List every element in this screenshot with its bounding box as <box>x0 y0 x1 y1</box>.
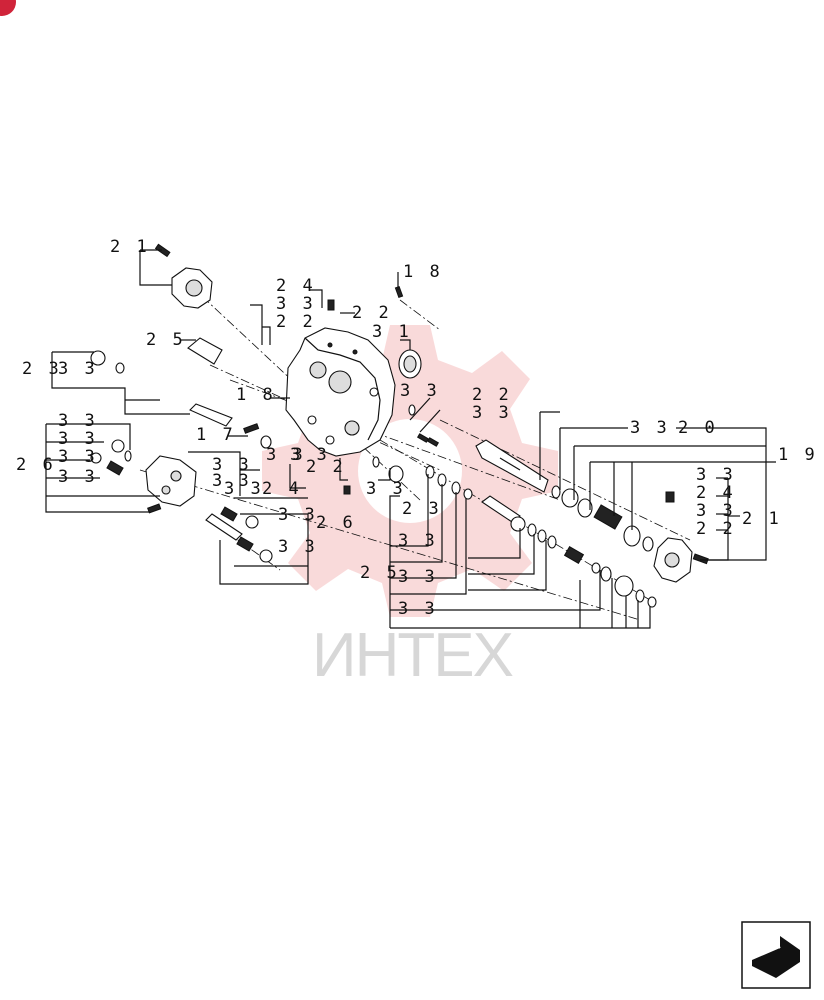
callout-22-mid: 2 2 <box>472 385 512 405</box>
callout-17: 1 7 <box>196 425 236 445</box>
flange-right <box>653 537 709 583</box>
bolts <box>147 285 675 514</box>
callout-26-right: 2 6 <box>316 513 356 533</box>
callout-labels: 2 1 1 8 2 4 3 3 2 2 2 2 3 1 2 5 2 3 3 3 … <box>16 237 818 619</box>
springs <box>106 460 623 565</box>
callout-33-mid: 3 3 <box>472 403 512 423</box>
callout-18-top: 1 8 <box>403 262 443 282</box>
callout-22-flange: 2 2 <box>696 519 736 539</box>
callout-33-housing-low-2: 3 3 <box>290 445 330 465</box>
callout-24-top: 2 4 <box>276 276 316 296</box>
callout-21-top: 2 1 <box>110 237 150 257</box>
callout-33-chain-1: 3 3 <box>398 531 438 551</box>
callout-33-left-4: 3 3 <box>58 467 98 487</box>
callout-19: 1 9 <box>778 445 818 465</box>
corner-badge-icon <box>0 0 16 16</box>
callout-33-seal: 3 3 <box>400 381 440 401</box>
callout-33-row-23: 3 3 <box>58 359 98 379</box>
callout-24-low: 2 4 <box>262 479 302 499</box>
callout-25-left: 2 5 <box>146 330 186 350</box>
oil-seal <box>398 349 422 379</box>
callout-33-extra: 3 3 <box>224 479 264 499</box>
callout-22-low: 2 2 <box>306 457 346 477</box>
callout-33-row-26: 3 3 <box>278 505 318 525</box>
callout-20: 2 0 <box>678 418 718 438</box>
callout-33-left-1: 3 3 <box>58 411 98 431</box>
leader-lines <box>45 249 776 629</box>
callout-33-left-2: 3 3 <box>58 429 98 449</box>
callout-24-flange: 2 4 <box>696 483 736 503</box>
callout-33-top: 3 3 <box>276 294 316 314</box>
callout-33-low-2: 3 3 <box>278 537 318 557</box>
o-rings <box>90 350 657 608</box>
valve-block-left <box>145 455 197 507</box>
callout-22-top-left: 2 2 <box>276 312 316 332</box>
callout-33-right-top: 3 3 <box>630 418 670 438</box>
callout-33-flange-1: 3 3 <box>696 465 736 485</box>
callout-33-block-1: 3 3 <box>212 455 252 475</box>
callout-33-low: 3 3 <box>366 479 406 499</box>
callout-33-flange-2: 3 3 <box>696 501 736 521</box>
callout-21-right: 2 1 <box>742 509 782 529</box>
next-page-arrow-icon[interactable] <box>741 921 811 989</box>
callout-33-left-3: 3 3 <box>58 447 98 467</box>
callout-33-chain-2: 3 3 <box>398 567 438 587</box>
watermark-text: ИНТЕХ <box>312 621 514 690</box>
callout-33-chain-3: 3 3 <box>398 599 438 619</box>
flange-top <box>154 243 213 309</box>
callout-31: 3 1 <box>372 322 412 342</box>
spool-left <box>187 337 521 541</box>
callout-33-block-2: 3 3 <box>212 471 252 491</box>
callout-25-right: 2 5 <box>360 563 400 583</box>
pump-housing <box>285 327 396 457</box>
callout-33-housing-low: 3 3 <box>266 445 306 465</box>
drive-shaft <box>475 439 549 493</box>
callout-26-left: 2 6 <box>16 455 56 475</box>
callout-18-mid: 1 8 <box>236 385 276 405</box>
callout-22-top-right: 2 2 <box>352 303 392 323</box>
callout-23: 2 3 <box>22 359 62 379</box>
callout-23-low: 2 3 <box>402 499 442 519</box>
